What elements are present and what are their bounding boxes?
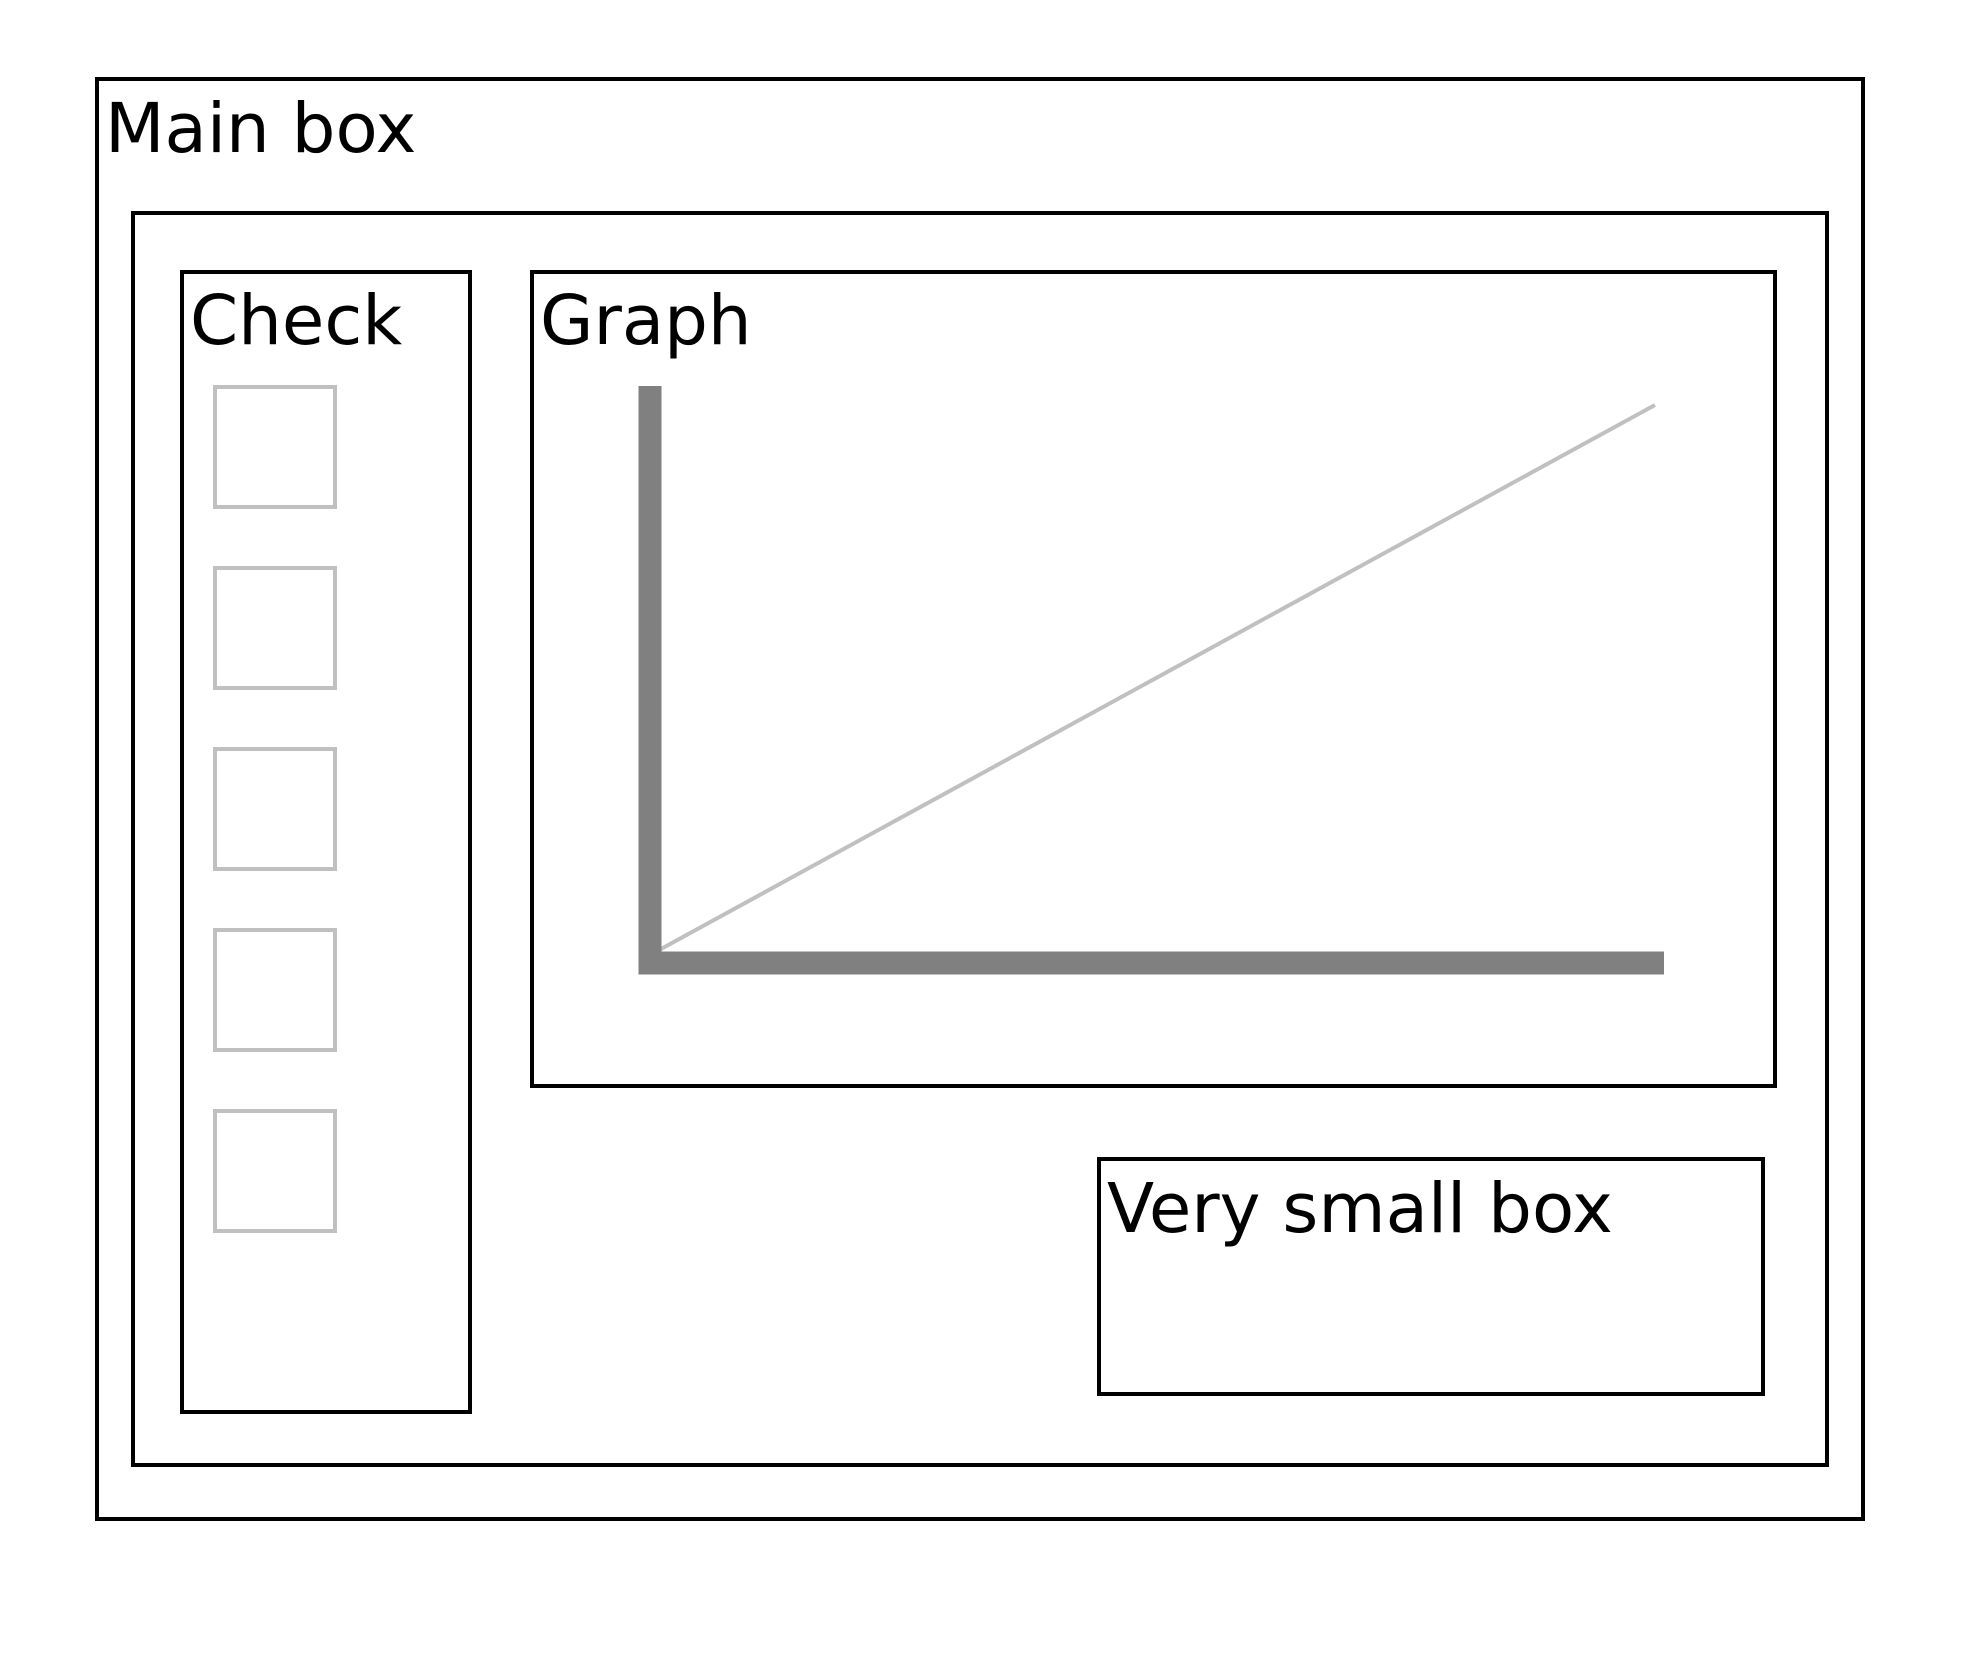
checkbox-3[interactable] — [213, 747, 337, 871]
graph-trend-line — [649, 403, 1656, 957]
graph-panel-label: Graph — [540, 281, 752, 361]
very-small-box: Very small box — [1097, 1157, 1765, 1396]
checkbox-1[interactable] — [213, 385, 337, 509]
checkbox-5[interactable] — [213, 1109, 337, 1233]
check-panel: Check — [180, 270, 472, 1414]
very-small-box-label: Very small box — [1107, 1169, 1613, 1249]
graph-plot — [638, 386, 1664, 975]
main-box-label: Main box — [105, 89, 417, 169]
graph-axes — [638, 386, 1664, 975]
check-panel-label: Check — [190, 281, 403, 361]
checkbox-4[interactable] — [213, 928, 337, 1052]
graph-panel: Graph — [530, 270, 1777, 1088]
checkbox-2[interactable] — [213, 566, 337, 690]
